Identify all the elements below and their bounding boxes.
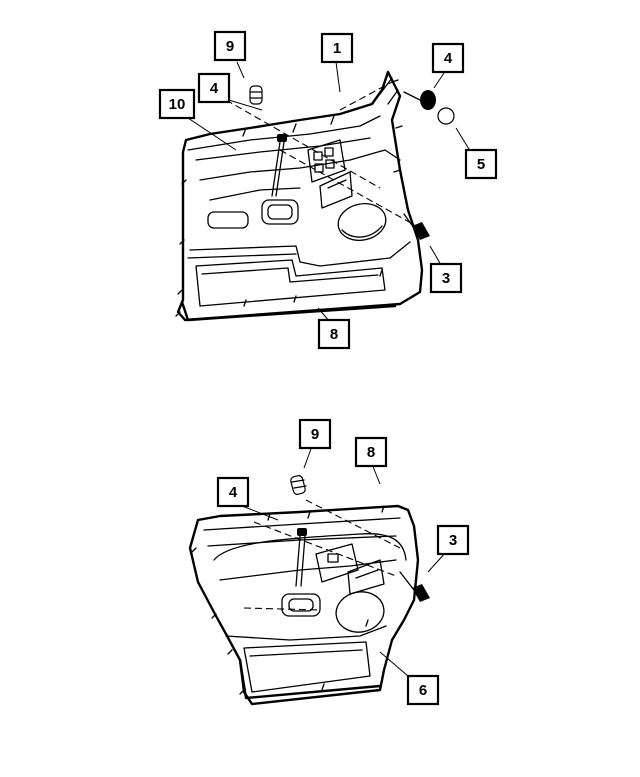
rear-screw-3 — [399, 571, 430, 602]
callout-label: 3 — [449, 532, 457, 549]
callout-front-9: 9 — [213, 30, 247, 62]
front-leader-1 — [335, 61, 341, 93]
front-door-trim-panel — [175, 70, 424, 322]
callout-rear-6: 6 — [406, 674, 440, 706]
callout-label: 1 — [333, 40, 341, 57]
callout-label: 4 — [210, 80, 219, 97]
rear-dashed-line-c — [305, 499, 401, 549]
callout-front-10: 10 — [158, 88, 196, 120]
callout-label: 8 — [367, 444, 375, 461]
front-dashed-line-c — [339, 81, 393, 111]
front-leader-9 — [236, 61, 245, 79]
callout-label: 10 — [169, 96, 186, 113]
front-dashed-line-b — [279, 149, 421, 229]
front-fastener-4 — [403, 90, 436, 110]
front-dashed-line-a — [225, 99, 381, 189]
rear-dashed-line-a — [253, 521, 397, 577]
rear-plug-9 — [290, 475, 307, 495]
rear-door-trim-panel — [188, 504, 420, 706]
callout-rear-9: 9 — [298, 418, 332, 450]
rear-handle-screw — [295, 528, 307, 587]
callout-front-4-right: 4 — [431, 42, 465, 74]
front-handle-screw — [271, 134, 287, 197]
callout-label: 9 — [311, 426, 319, 443]
callout-front-1: 1 — [320, 32, 354, 64]
callout-front-4-left: 4 — [197, 72, 231, 104]
callout-label: 4 — [229, 484, 238, 501]
callout-label: 9 — [226, 38, 234, 55]
rear-leader-6 — [379, 651, 409, 677]
front-screw-3 — [403, 213, 430, 240]
rear-leader-3 — [427, 551, 447, 573]
front-leader-10 — [181, 113, 237, 151]
callout-rear-4: 4 — [216, 476, 250, 508]
rear-dashed-line-b — [243, 607, 321, 611]
callout-rear-3: 3 — [436, 524, 470, 556]
callout-front-3: 3 — [429, 262, 463, 294]
front-cap-5 — [437, 107, 455, 125]
front-plug-9 — [249, 85, 263, 105]
callout-label: 3 — [442, 270, 450, 287]
rear-leader-9 — [303, 445, 313, 469]
callout-label: 5 — [477, 156, 485, 173]
callout-label: 6 — [419, 682, 427, 699]
callout-front-5: 5 — [464, 148, 498, 180]
callout-label: 8 — [330, 326, 338, 343]
rear-leader-8 — [371, 463, 381, 485]
callout-label: 4 — [444, 50, 453, 67]
callout-front-8: 8 — [317, 318, 351, 350]
callout-rear-8: 8 — [354, 436, 388, 468]
